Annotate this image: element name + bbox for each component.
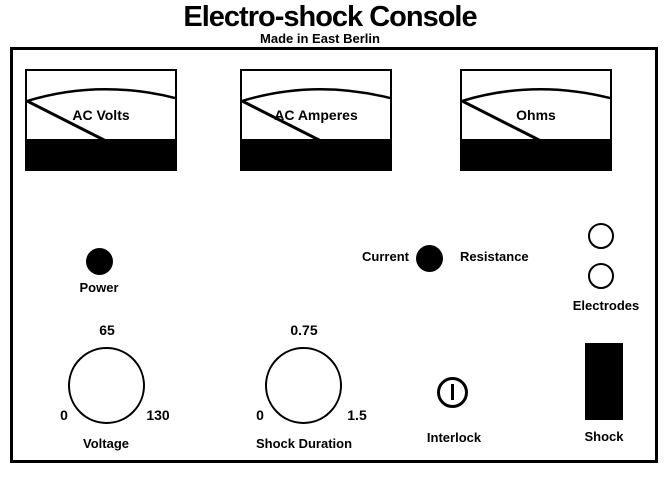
voltage-dial[interactable] (68, 347, 145, 424)
ac-amperes-meter: AC Amperes (240, 69, 392, 171)
ac-volts-meter: AC Volts (25, 69, 177, 171)
power-knob[interactable] (86, 248, 113, 275)
interlock-label: Interlock (426, 430, 482, 445)
meter-label: Ohms (516, 107, 556, 123)
electrodes-label: Electrodes (572, 298, 640, 313)
voltage-label: Voltage (83, 436, 129, 451)
meter-needle-icon (242, 87, 390, 169)
voltage-mid-tick: 65 (99, 322, 115, 338)
shock-duration-min-tick: 0 (256, 407, 264, 423)
shock-duration-label: Shock Duration (255, 436, 353, 451)
meter-label: AC Amperes (274, 107, 358, 123)
meter-needle-icon (27, 87, 175, 169)
shock-duration-max-tick: 1.5 (347, 407, 367, 423)
page-subtitle: Made in East Berlin (260, 31, 380, 46)
shock-button[interactable] (585, 343, 623, 420)
meter-label: AC Volts (72, 107, 130, 123)
voltage-min-tick: 0 (60, 407, 68, 423)
interlock-button[interactable] (437, 377, 468, 408)
mode-resistance-label: Resistance (460, 249, 529, 264)
power-i-icon (451, 384, 454, 400)
page-title: Electro-shock Console (183, 1, 477, 33)
electrode-jack-top[interactable] (588, 223, 614, 249)
shock-duration-mid-tick: 0.75 (290, 322, 318, 338)
console-panel (10, 47, 658, 463)
mode-knob[interactable] (416, 245, 443, 272)
voltage-max-tick: 130 (146, 407, 170, 423)
shock-label: Shock (584, 429, 624, 444)
shock-duration-dial[interactable] (265, 347, 342, 424)
mode-current-label: Current (362, 249, 409, 264)
meter-needle-icon (462, 87, 610, 169)
power-label: Power (79, 280, 119, 295)
ohms-meter: Ohms (460, 69, 612, 171)
electrode-jack-bottom[interactable] (588, 263, 614, 289)
